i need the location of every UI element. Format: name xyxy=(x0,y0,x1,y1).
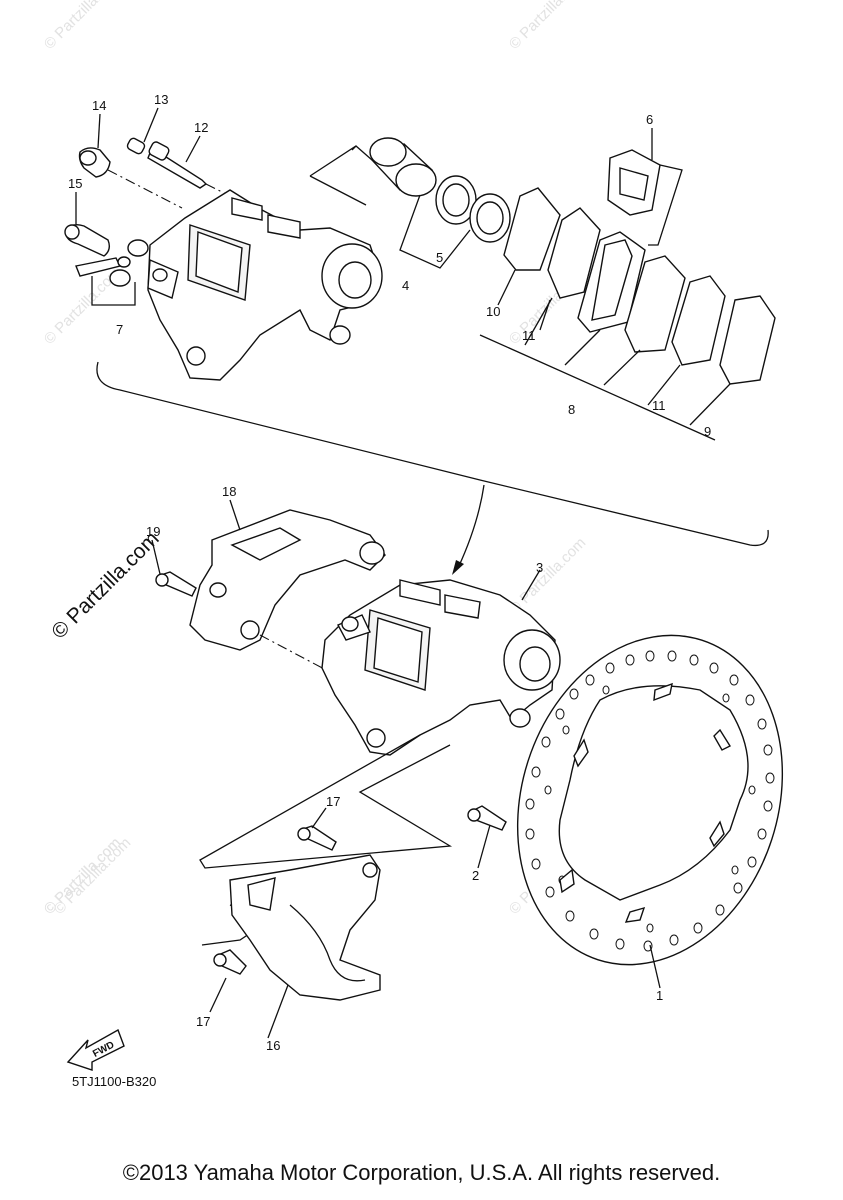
callout-bracket-7 xyxy=(91,276,136,306)
grouping-bracket xyxy=(96,361,769,547)
callout-11a: 11 xyxy=(522,328,536,343)
piston-seals xyxy=(435,175,511,243)
callout-11b: 11 xyxy=(652,398,666,413)
watermark: © Partzilla.com xyxy=(506,534,589,617)
watermark: © Partzilla.com xyxy=(506,0,589,53)
callout-4: 4 xyxy=(402,278,409,293)
callout-2: 2 xyxy=(472,868,479,883)
caliper-exploded-group xyxy=(64,137,776,575)
guard-bolt-upper xyxy=(297,825,337,851)
callout-bracket-5 xyxy=(399,194,471,269)
callout-15: 15 xyxy=(68,176,82,191)
bleeder-cap xyxy=(78,147,111,178)
union-bolt xyxy=(75,239,149,287)
guard-mount-lines xyxy=(199,734,453,869)
leader-lines xyxy=(75,107,653,575)
disc-holes xyxy=(525,650,775,952)
guard-bolt-lower xyxy=(213,949,247,975)
diagram-code: 5TJ1100-B320 xyxy=(72,1074,156,1089)
callout-14: 14 xyxy=(92,98,106,113)
callout-13: 13 xyxy=(154,92,168,107)
callout-18: 18 xyxy=(222,484,236,499)
bleeder-screw xyxy=(64,223,111,257)
callout-16: 16 xyxy=(266,1038,280,1053)
callout-bracket-4-top xyxy=(309,145,373,206)
disc-bolt xyxy=(467,805,507,831)
pad-set-line xyxy=(479,334,716,441)
watermark-layer: © Partzilla.com © Partzilla.com © Partzi… xyxy=(41,0,589,918)
callout-labels: 1 2 3 4 5 6 7 8 9 10 11 11 12 13 14 15 1… xyxy=(68,92,711,1053)
callout-17a: 17 xyxy=(326,794,340,809)
watermark: © Partzilla.com xyxy=(51,834,134,917)
watermark-main: © Partzilla.com xyxy=(47,527,163,643)
caliper-assembly xyxy=(321,579,561,756)
callout-3: 3 xyxy=(536,560,543,575)
bracket-bolt xyxy=(155,571,197,597)
watermark: © Partzilla.com xyxy=(41,0,124,53)
brake-disc xyxy=(516,634,784,966)
callout-6: 6 xyxy=(646,112,653,127)
callout-bracket-6 xyxy=(648,164,683,246)
caliper-bracket xyxy=(189,509,386,651)
caliper-piston xyxy=(369,137,437,197)
callout-5: 5 xyxy=(436,250,443,265)
callout-10: 10 xyxy=(486,304,500,319)
fwd-arrow-icon: FWD xyxy=(66,1028,125,1071)
caliper-pin xyxy=(126,137,208,189)
brake-pads xyxy=(503,187,776,385)
callout-17b: 17 xyxy=(196,1014,210,1029)
callout-19: 19 xyxy=(146,524,160,539)
callout-9: 9 xyxy=(704,424,711,439)
callout-7: 7 xyxy=(116,322,123,337)
callout-1: 1 xyxy=(656,988,663,1003)
pad-spring xyxy=(607,149,661,216)
copyright-notice: ©2013 Yamaha Motor Corporation, U.S.A. A… xyxy=(122,1160,721,1185)
callout-12: 12 xyxy=(194,120,208,135)
caliper-guard xyxy=(229,854,381,1001)
assembly-arrow-line xyxy=(457,484,485,569)
callout-8: 8 xyxy=(568,402,575,417)
assembly-arrow-head xyxy=(452,560,464,575)
caliper-body-top xyxy=(147,189,383,381)
